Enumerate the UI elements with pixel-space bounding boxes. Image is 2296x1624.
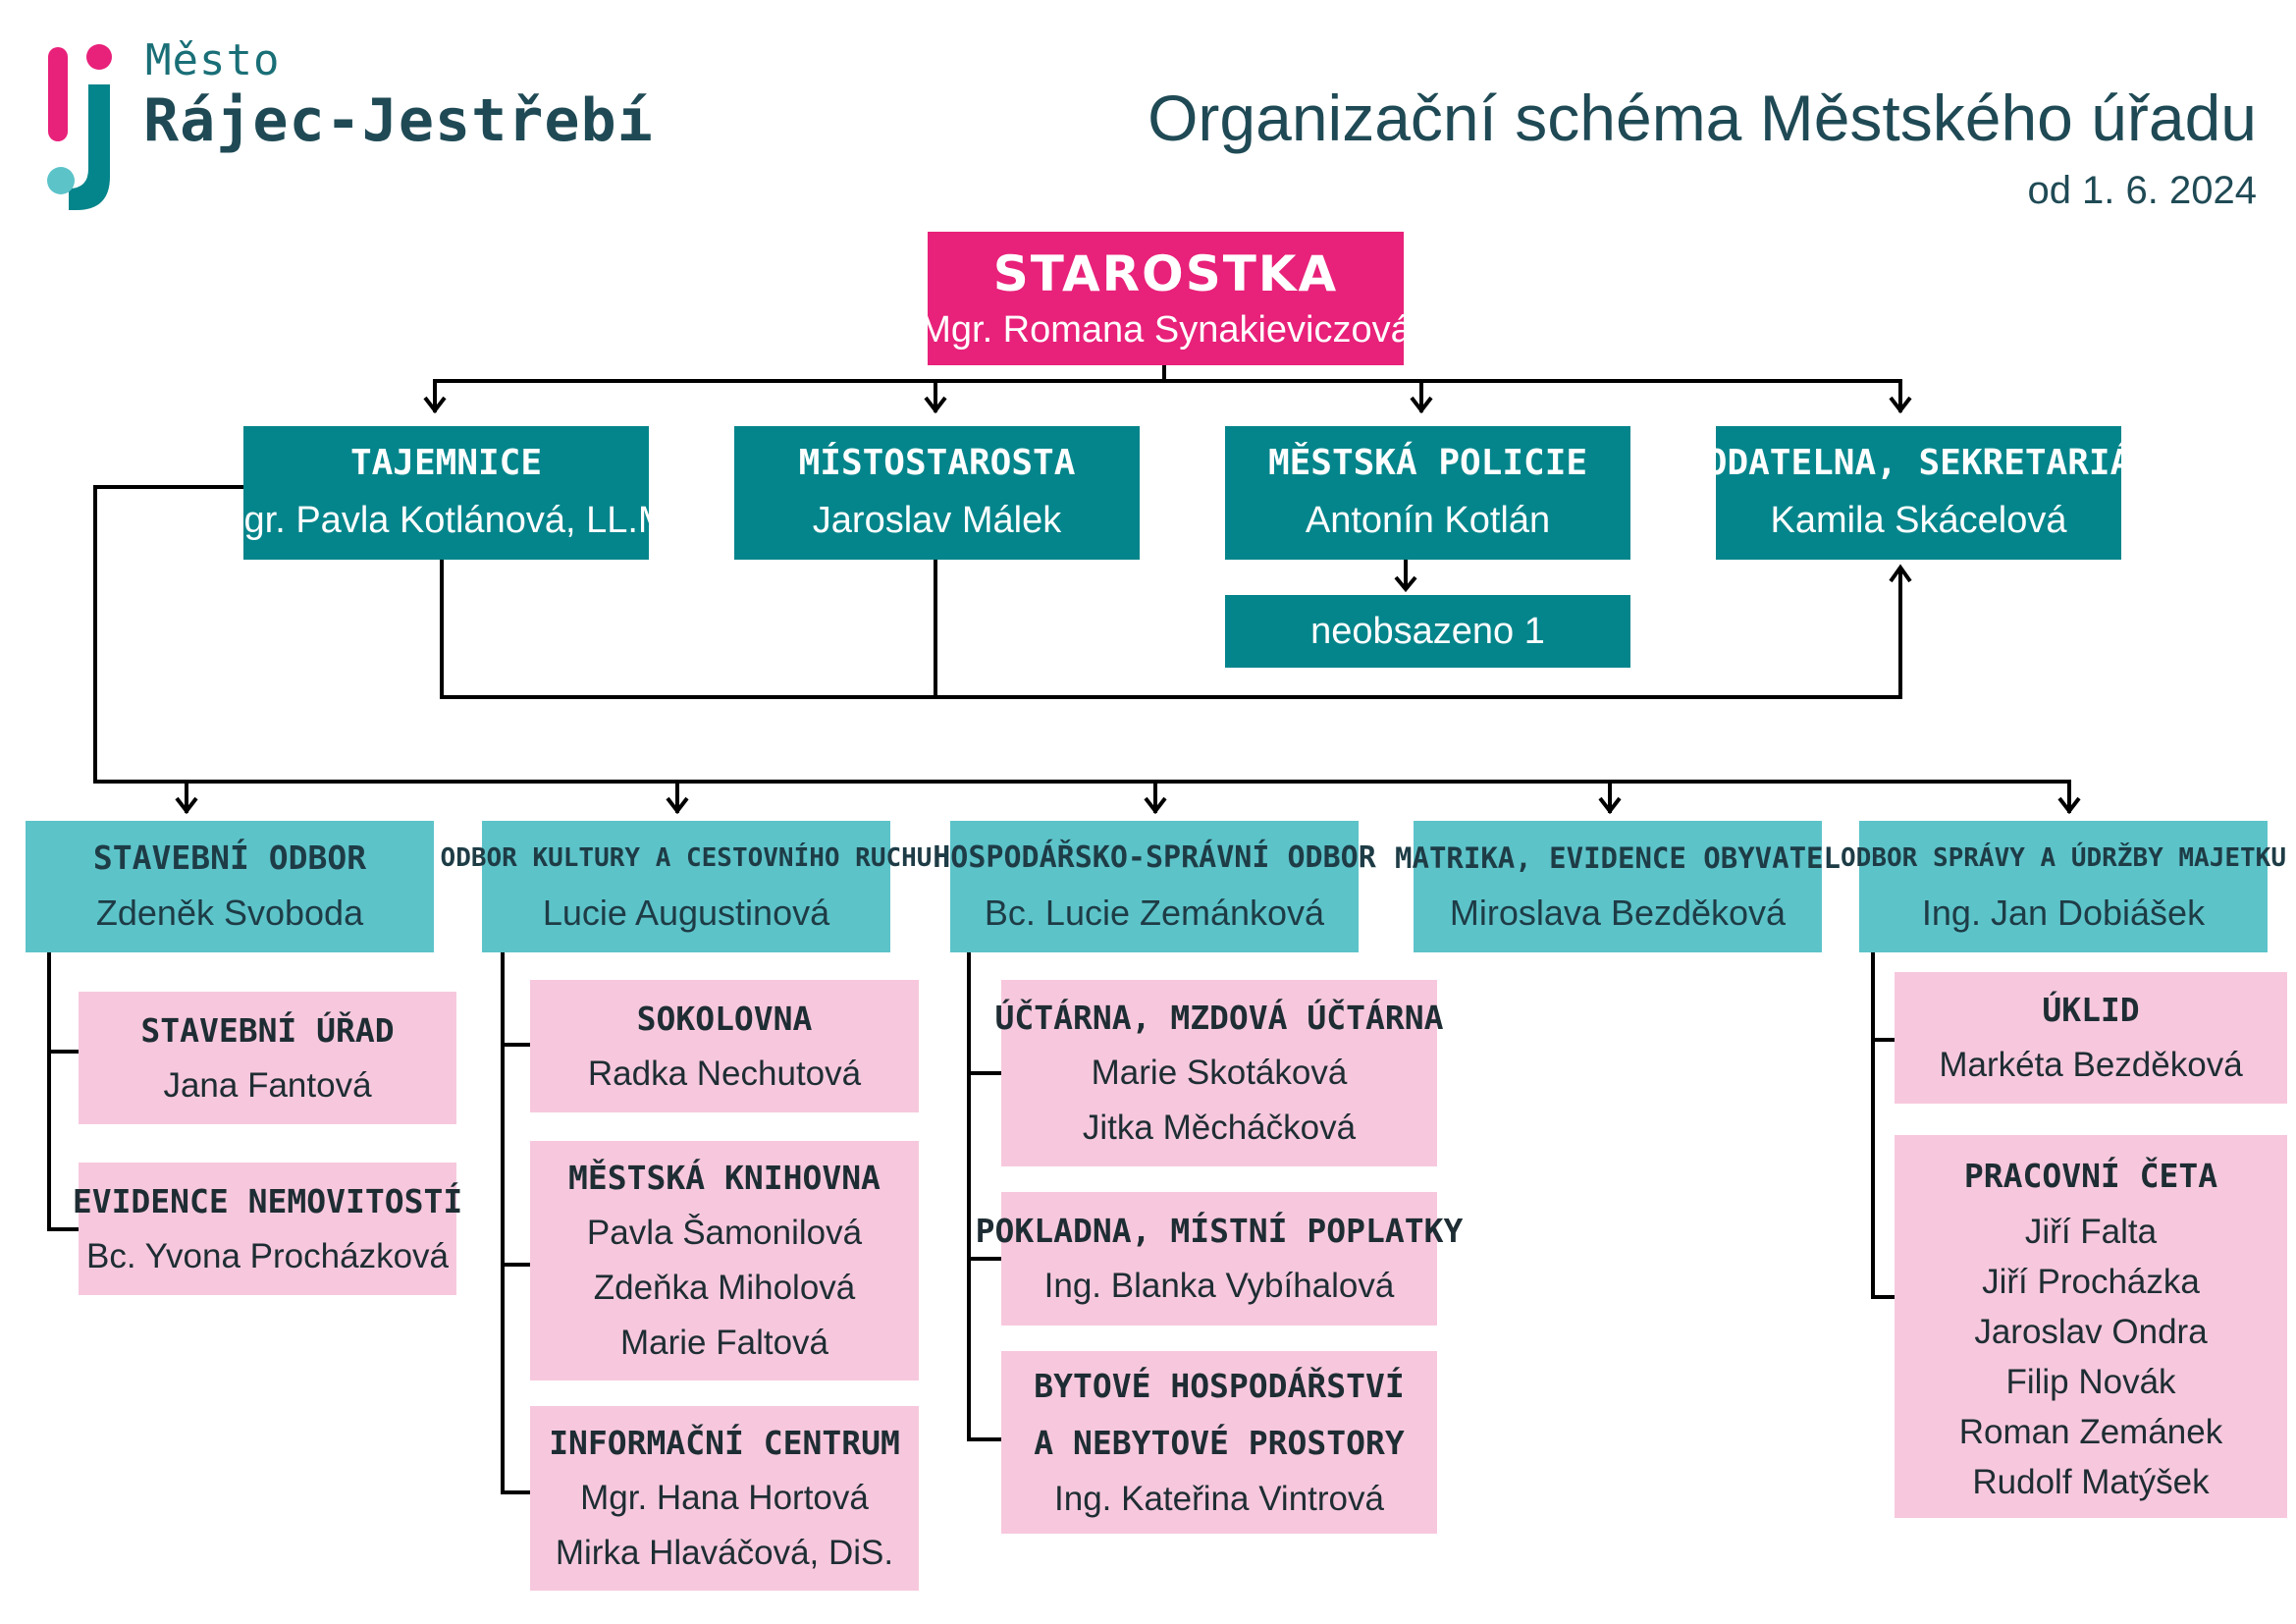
box-name: Antonín Kotlán [1305, 500, 1551, 541]
box-name: Lucie Augustinová [542, 893, 830, 933]
box-name: Jaroslav Ondra [1974, 1313, 2208, 1351]
podatelna-box: PODATELNA, SEKRETARIÁT Kamila Skácelová [1684, 426, 2153, 560]
uklid-box: ÚKLID Markéta Bezděková [1895, 972, 2287, 1104]
box-title: STAVEBNÍ ODBOR [92, 839, 367, 877]
box-title: ÚČTÁRNA, MZDOVÁ ÚČTÁRNA [994, 999, 1444, 1037]
mestska-knihovna-box: MĚSTSKÁ KNIHOVNA Pavla Šamonilová Zdeňka… [530, 1141, 919, 1380]
box-title: STAROSTKA [992, 245, 1339, 302]
box-title-line: A NEBYTOVÉ PROSTORY [1034, 1424, 1405, 1462]
arrowhead [1889, 564, 1912, 583]
connector-kultura [501, 950, 546, 1494]
box-title: MĚSTSKÁ POLICIE [1267, 443, 1588, 483]
page-title: Organizační schéma Městského úřadu [1148, 81, 2257, 154]
box-name: Jaroslav Málek [812, 500, 1062, 541]
box-name: Filip Novák [2005, 1363, 2176, 1401]
box-name: Jana Fantová [163, 1065, 372, 1105]
arrowhead [1598, 796, 1622, 815]
box-title: HOSPODÁŘSKO-SPRÁVNÍ ODBOR [933, 840, 1376, 875]
box-name: Jiří Falta [2024, 1213, 2158, 1251]
arrowhead [924, 396, 947, 414]
pracovni-ceta-box: PRACOVNÍ ČETA Jiří Falta Jiří Procházka … [1895, 1135, 2287, 1518]
box-name: Marie Skotáková [1091, 1054, 1348, 1092]
city-name: Rájec-Jestřebí [143, 86, 654, 155]
tajemnice-box: TAJEMNICE Mgr. Pavla Kotlánová, LL.M. [213, 426, 679, 560]
connector-dept-bus [93, 485, 2071, 784]
box-title: EVIDENCE NEMOVITOSTÍ [72, 1181, 463, 1220]
arrowhead [1394, 575, 1417, 593]
odbor-spravy-majetku-box: ODBOR SPRÁVY A ÚDRŽBY MAJETKU Ing. Jan D… [1841, 821, 2286, 952]
arrowhead [1889, 396, 1912, 414]
box-title: ÚKLID [2042, 991, 2140, 1029]
connector-top-bus [433, 361, 1902, 383]
connector-hospodarsky [967, 950, 1013, 1441]
mestska-policie-box: MĚSTSKÁ POLICIE Antonín Kotlán [1225, 426, 1630, 560]
box-title: PRACOVNÍ ČETA [1963, 1157, 2218, 1195]
box-name: Mirka Hlaváčová, DiS. [555, 1534, 894, 1572]
box-title: PODATELNA, SEKRETARIÁT [1684, 443, 2153, 483]
box-name: Roman Zemánek [1958, 1413, 2223, 1451]
box-title: ODBOR KULTURY A CESTOVNÍHO RUCHU [440, 843, 933, 873]
box-title: ODBOR SPRÁVY A ÚDRŽBY MAJETKU [1841, 843, 2286, 873]
city-prefix: Město [145, 35, 281, 85]
starostka-box: STAROSTKA Mgr. Romana Synakieviczová [920, 232, 1412, 365]
box-name: Radka Nechutová [587, 1054, 862, 1093]
box-title: TAJEMNICE [349, 443, 543, 483]
box-title: MÍSTOSTAROSTA [798, 443, 1076, 483]
informacni-centrum-box: INFORMAČNÍ CENTRUM Mgr. Hana Hortová Mir… [530, 1406, 919, 1591]
matrika-box: MATRIKA, EVIDENCE OBYVATEL Miroslava Bez… [1395, 821, 1841, 952]
box-title: STAVEBNÍ ÚŘAD [140, 1010, 395, 1050]
odbor-kultury-box: ODBOR KULTURY A CESTOVNÍHO RUCHU Lucie A… [441, 821, 932, 952]
box-name: Bc. Yvona Procházková [85, 1236, 450, 1275]
arrowhead [175, 796, 198, 815]
box-title: SOKOLOVNA [636, 999, 813, 1038]
box-name: Zdeňka Miholová [593, 1269, 856, 1307]
arrowhead [423, 396, 447, 414]
box-name: Jitka Měcháčková [1082, 1109, 1357, 1147]
box-name: Rudolf Matýšek [1972, 1463, 2210, 1501]
arrowhead [1410, 396, 1433, 414]
box-name: Ing. Kateřina Vintrová [1054, 1480, 1384, 1518]
box-name: Marie Faltová [619, 1324, 829, 1362]
box-name: Kamila Skácelová [1770, 500, 2067, 541]
box-title-line: BYTOVÉ HOSPODÁŘSTVÍ [1034, 1367, 1405, 1405]
box-name: Ing. Jan Dobiášek [1921, 893, 2206, 933]
connector-to-podatelna [440, 558, 1902, 699]
box-name: Mgr. Hana Hortová [580, 1479, 869, 1517]
box-name: Markéta Bezděková [1939, 1046, 2243, 1084]
stavebni-odbor-box: STAVEBNÍ ODBOR Zdeněk Svoboda [26, 821, 434, 952]
arrowhead [666, 796, 689, 815]
sokolovna-box: SOKOLOVNA Radka Nechutová [530, 980, 919, 1112]
bytove-hospodarstvi-box: BYTOVÉ HOSPODÁŘSTVÍ A NEBYTOVÉ PROSTORY … [1001, 1351, 1437, 1534]
box-title: MĚSTSKÁ KNIHOVNA [568, 1159, 881, 1197]
box-name: neobsazeno 1 [1310, 611, 1545, 652]
hospodarsko-spravni-odbor-box: HOSPODÁŘSKO-SPRÁVNÍ ODBOR Bc. Lucie Zemá… [933, 821, 1376, 952]
box-name: Pavla Šamonilová [586, 1214, 863, 1252]
pokladna-box: POKLADNA, MÍSTNÍ POPLATKY Ing. Blanka Vy… [976, 1192, 1463, 1326]
uctarna-box: ÚČTÁRNA, MZDOVÁ ÚČTÁRNA Marie Skotáková … [995, 980, 1443, 1166]
box-name: Jiří Procházka [1982, 1263, 2200, 1301]
box-name: Mgr. Romana Synakieviczová [920, 309, 1412, 351]
box-title: POKLADNA, MÍSTNÍ POPLATKY [975, 1212, 1464, 1250]
arrowhead [2057, 796, 2081, 815]
box-title: MATRIKA, EVIDENCE OBYVATEL [1395, 841, 1841, 875]
rj-logo-icon [45, 41, 124, 216]
arrowhead [1144, 796, 1167, 815]
box-name: Ing. Blanka Vybíhalová [1043, 1267, 1395, 1305]
stavebni-urad-box: STAVEBNÍ ÚŘAD Jana Fantová [79, 992, 456, 1124]
evidence-nemovitosti-box: EVIDENCE NEMOVITOSTÍ Bc. Yvona Procházko… [73, 1163, 462, 1295]
box-title: INFORMAČNÍ CENTRUM [549, 1424, 900, 1462]
box-name: Bc. Lucie Zemánková [984, 893, 1325, 933]
box-name: Miroslava Bezděková [1449, 893, 1787, 933]
page-date: od 1. 6. 2024 [2027, 169, 2257, 212]
box-name: Mgr. Pavla Kotlánová, LL.M. [212, 500, 680, 541]
police-vacancy-box: neobsazeno 1 [1225, 595, 1630, 668]
box-name: Zdeněk Svoboda [95, 893, 364, 933]
mistostarosta-box: MÍSTOSTAROSTA Jaroslav Málek [734, 426, 1140, 560]
